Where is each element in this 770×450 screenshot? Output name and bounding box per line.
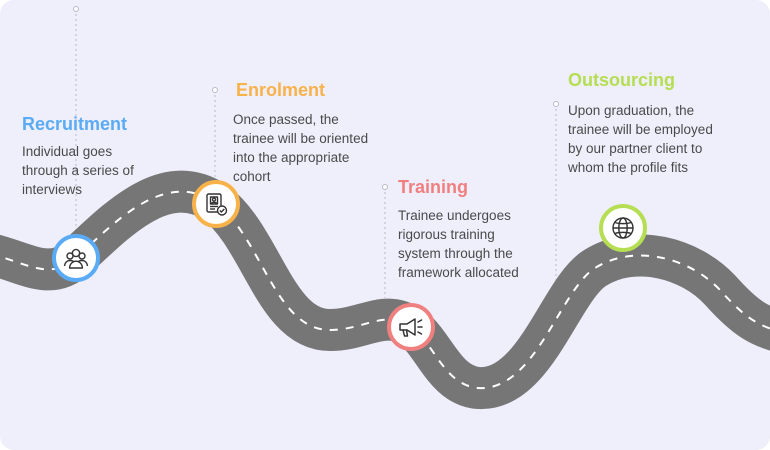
globe-icon xyxy=(611,216,635,240)
leader-dot-enrolment xyxy=(212,87,218,93)
stage-description-training: Trainee undergoes rigorous training syst… xyxy=(398,208,519,280)
stage-description-recruitment: Individual goes through a series of inte… xyxy=(22,144,134,197)
stage-title-outsourcing: Outsourcing xyxy=(568,70,675,90)
document-check-icon xyxy=(203,191,229,217)
stage-title-enrolment: Enrolment xyxy=(236,80,326,100)
training-marker xyxy=(387,303,435,351)
leader-dot-recruitment xyxy=(73,6,79,12)
recruitment-marker xyxy=(52,234,100,282)
leader-dot-training xyxy=(382,184,388,190)
stage-description-enrolment: Once passed, the trainee will be oriente… xyxy=(233,112,369,184)
stage-description-outsourcing: Upon graduation, the trainee will be emp… xyxy=(568,103,713,175)
enrolment-marker xyxy=(192,180,240,228)
stage-title-recruitment: Recruitment xyxy=(22,114,128,134)
group-people-icon xyxy=(63,247,89,269)
outsourcing-marker xyxy=(599,204,647,252)
stage-title-training: Training xyxy=(398,177,469,197)
leader-dot-outsourcing xyxy=(553,101,559,107)
megaphone-icon xyxy=(397,315,425,339)
